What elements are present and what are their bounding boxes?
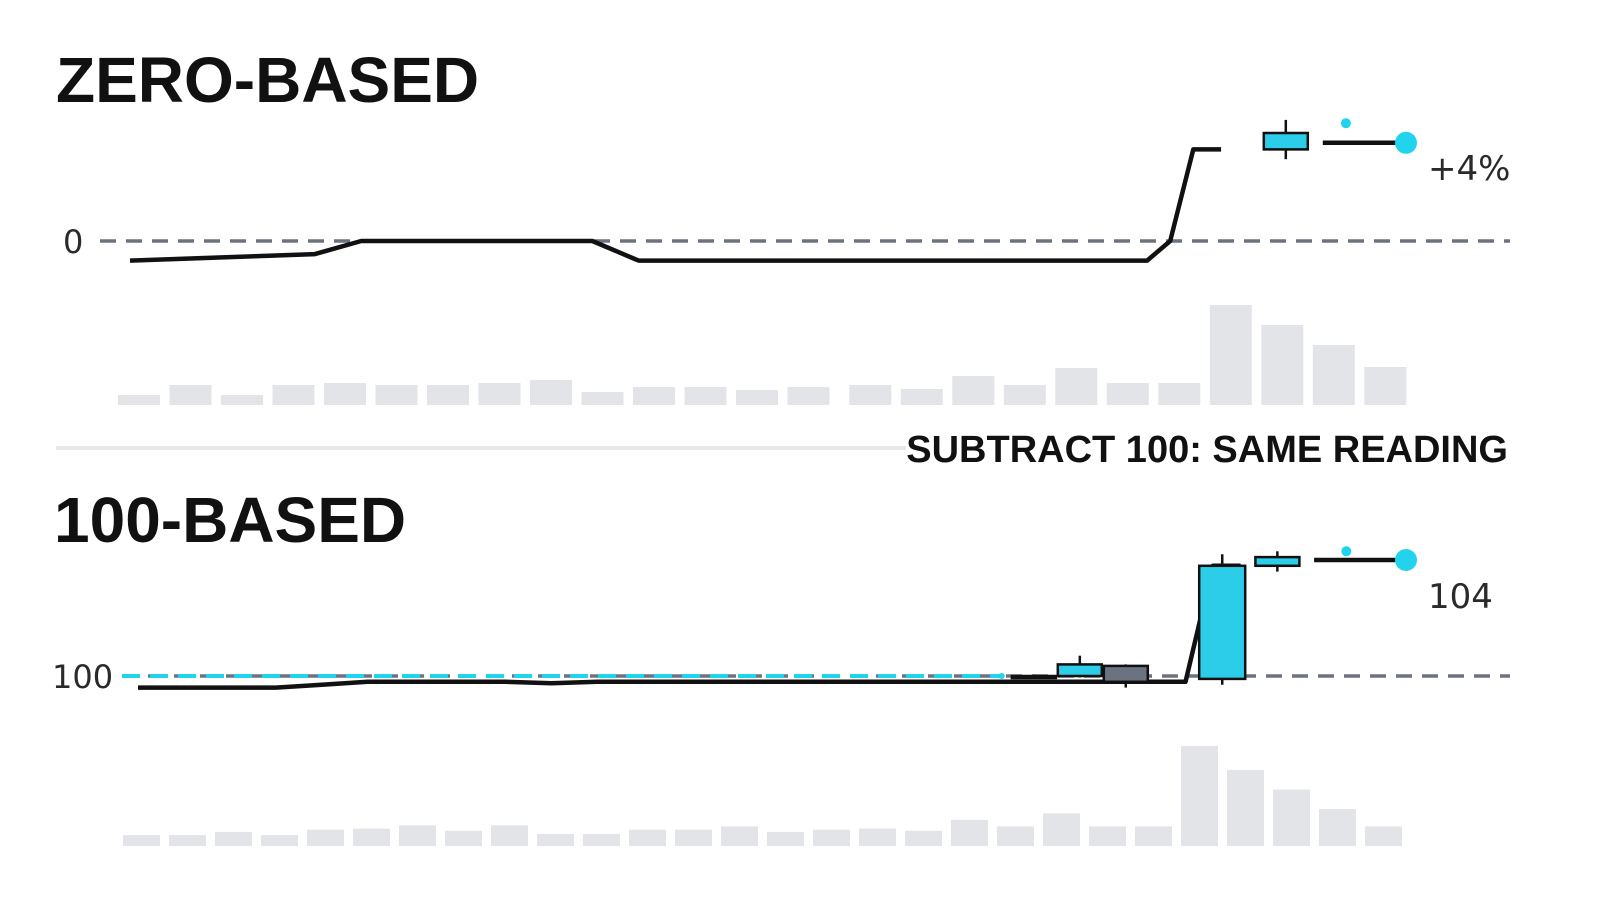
volume-bar	[169, 835, 206, 846]
volume-bar	[1319, 809, 1356, 846]
volume-bar	[1365, 826, 1402, 846]
series-line	[129, 147, 1222, 263]
volume-bar	[215, 831, 252, 846]
volume-bar	[353, 828, 390, 846]
series-line	[138, 563, 1241, 690]
volume-bar	[1312, 345, 1355, 405]
volume-bar	[1227, 769, 1264, 846]
hundred-based-plot	[122, 546, 1510, 846]
zero-based-title: ZERO-BASED	[56, 44, 479, 116]
volume-bar	[375, 385, 418, 405]
volume-bar	[399, 825, 436, 846]
volume-bar	[684, 387, 727, 405]
divider-note: SUBTRACT 100: SAME READING	[906, 429, 1508, 471]
volume-bar	[221, 395, 263, 405]
volume-bar	[324, 383, 366, 405]
volume-bar	[1003, 385, 1046, 405]
dot-marker	[1341, 546, 1352, 557]
volume-bar	[583, 834, 620, 846]
volume-bar	[537, 834, 574, 846]
volume-bar	[736, 390, 778, 405]
volume-bar	[633, 387, 675, 405]
zero-based-panel: ZERO-BASED 0 +4%	[56, 44, 1510, 405]
volume-bar	[721, 826, 758, 846]
volume-bar	[169, 385, 212, 405]
volume-bar	[530, 380, 572, 405]
volume-bar	[581, 392, 624, 405]
volume-bar	[1055, 368, 1098, 405]
dot-marker	[1340, 118, 1351, 129]
hundred-end-label: 104	[1428, 577, 1493, 617]
end-marker	[1395, 131, 1417, 154]
end-marker	[1395, 549, 1417, 571]
volume-bar	[951, 819, 988, 846]
volume-bar	[859, 828, 896, 846]
zero-end-label: +4%	[1428, 149, 1510, 189]
hundred-based-title: 100-BASED	[54, 484, 406, 556]
volume-bar	[491, 825, 528, 846]
volume-bar	[675, 829, 712, 846]
volume-bar	[1106, 383, 1149, 405]
volume-bar	[1181, 746, 1218, 846]
volume-bar	[123, 835, 160, 846]
volume-bar	[900, 389, 943, 405]
hundred-based-panel: 100-BASED 100 104	[52, 484, 1510, 846]
volume-bar	[1209, 305, 1252, 405]
volume-bar	[997, 826, 1034, 846]
volume-bar	[787, 387, 830, 405]
volume-bar	[478, 383, 521, 405]
volume-bar	[272, 385, 315, 405]
zero-based-plot	[100, 118, 1510, 405]
candle-body	[1056, 663, 1104, 678]
candle-body	[1262, 131, 1310, 151]
volume-bar	[261, 835, 298, 846]
candle-body	[1254, 555, 1301, 568]
volume-bar	[445, 830, 482, 846]
volume-bar	[118, 395, 160, 405]
volume-bar	[427, 385, 469, 405]
volume-bar	[1043, 813, 1080, 846]
volume-bar	[629, 829, 666, 846]
volume-bar	[1261, 325, 1304, 405]
volume-bar	[1089, 826, 1126, 846]
candle-body	[1102, 664, 1150, 684]
volume-bar	[1364, 367, 1407, 405]
volume-bar	[952, 376, 995, 405]
volume-bar	[1158, 383, 1201, 405]
volume-bar	[1135, 826, 1172, 846]
volume-bar	[307, 829, 344, 846]
candle-body	[1010, 674, 1058, 680]
volume-bar	[813, 829, 850, 846]
hundred-reference-label: 100	[52, 658, 113, 696]
volume-bar	[1273, 789, 1310, 846]
volume-bar	[905, 830, 942, 846]
volume-bar	[767, 831, 804, 846]
candle-body	[1197, 564, 1247, 681]
volume-bar	[849, 385, 892, 405]
zero-reference-label: 0	[63, 223, 83, 261]
dot-marker	[998, 673, 1005, 679]
